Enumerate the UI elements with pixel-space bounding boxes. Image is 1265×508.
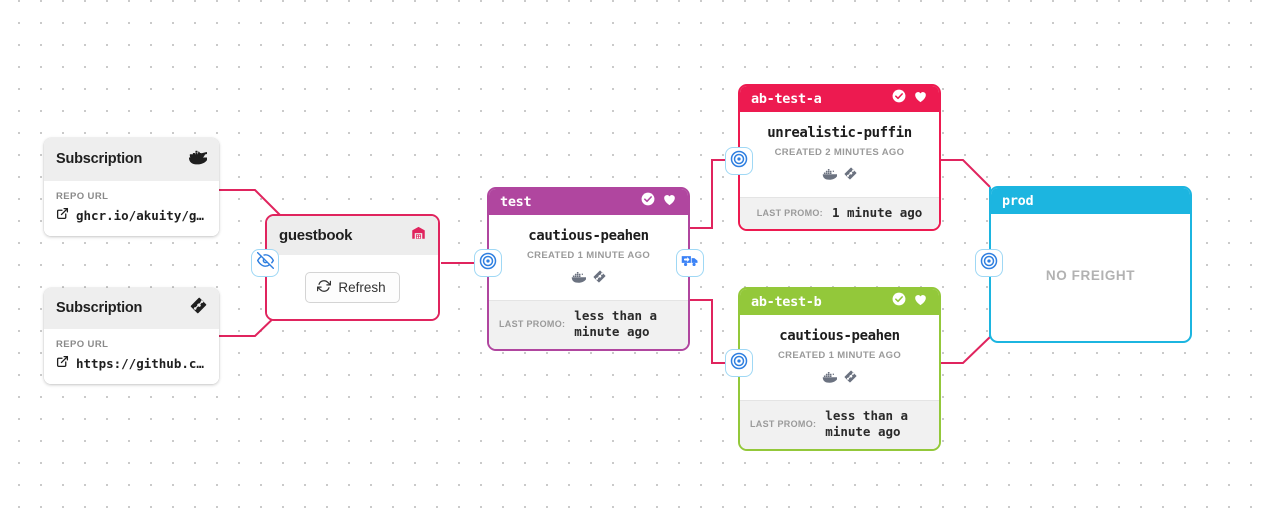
warehouse-icon xyxy=(411,225,426,245)
stage-header: prod xyxy=(991,188,1190,214)
stage-name: ab-test-b xyxy=(751,293,822,310)
repo-url-value: ghcr.io/akuity/g… xyxy=(76,207,204,223)
heart-icon xyxy=(913,292,928,312)
subscription-header: Subscription xyxy=(44,138,219,181)
subscription-card-git[interactable]: Subscription REPO URL https://github.c… xyxy=(44,288,219,384)
warehouse-hide-chip[interactable] xyxy=(251,249,279,277)
external-link-icon xyxy=(56,355,69,371)
bullseye-icon xyxy=(479,252,497,275)
stage-body: cautious-peahen CREATED 1 MINUTE AGO xyxy=(740,315,939,400)
subscription-title: Subscription xyxy=(56,300,143,316)
stage-footer: LAST PROMO: 1 minute ago xyxy=(740,197,939,230)
docker-icon xyxy=(822,166,839,186)
repo-url-row[interactable]: ghcr.io/akuity/g… xyxy=(56,207,207,223)
refresh-icon xyxy=(317,279,332,296)
last-promo-value: less than a minute ago xyxy=(574,308,658,340)
bullseye-icon xyxy=(730,352,748,375)
git-icon xyxy=(593,270,606,288)
subscription-body: REPO URL ghcr.io/akuity/g… xyxy=(44,181,219,236)
stage-header: test xyxy=(489,189,688,215)
warehouse-title: guestbook xyxy=(279,226,353,244)
stage-footer: LAST PROMO: less than a minute ago xyxy=(489,300,688,349)
last-promo-label: LAST PROMO: xyxy=(750,418,817,429)
stage-footer: LAST PROMO: less than a minute ago xyxy=(740,400,939,449)
check-circle-icon xyxy=(892,292,906,311)
freight-name: unrealistic-puffin xyxy=(767,125,912,141)
stage-empty-state: NO FREIGHT xyxy=(1045,268,1136,283)
stage-node-ab-test-a[interactable]: ab-test-a unrealistic-puffin CREATED 2 M… xyxy=(738,84,941,232)
check-circle-icon xyxy=(641,192,655,211)
repo-url-label: REPO URL xyxy=(56,339,109,350)
external-link-icon xyxy=(56,207,69,223)
subscription-title: Subscription xyxy=(56,151,143,167)
last-promo-label: LAST PROMO: xyxy=(499,318,566,329)
ab-test-a-target-chip[interactable] xyxy=(725,147,753,175)
warehouse-header: guestbook xyxy=(267,216,438,255)
check-circle-icon xyxy=(892,89,906,108)
test-promote-chip[interactable] xyxy=(676,249,704,277)
freight-artifact-icons xyxy=(750,369,929,389)
git-icon xyxy=(190,297,207,319)
test-target-chip[interactable] xyxy=(474,249,502,277)
git-icon xyxy=(844,370,857,388)
stage-node-ab-test-b[interactable]: ab-test-b cautious-peahen CREATED 1 MINU… xyxy=(738,287,941,451)
refresh-label: Refresh xyxy=(338,279,386,295)
warehouse-body: Refresh xyxy=(267,255,438,319)
stage-name: prod xyxy=(1002,192,1034,209)
edge-abtestb-to-prod xyxy=(941,336,991,364)
repo-url-label: REPO URL xyxy=(56,191,109,202)
stage-name: ab-test-a xyxy=(751,90,822,107)
stage-header: ab-test-a xyxy=(740,86,939,112)
last-promo-value: less than a minute ago xyxy=(825,408,909,440)
subscription-header: Subscription xyxy=(44,288,219,329)
stage-node-prod[interactable]: prod NO FREIGHT xyxy=(989,186,1192,343)
ab-test-b-target-chip[interactable] xyxy=(725,349,753,377)
refresh-button[interactable]: Refresh xyxy=(305,271,400,303)
last-promo-value: 1 minute ago xyxy=(831,205,923,220)
stage-name: test xyxy=(500,193,532,210)
warehouse-node-guestbook[interactable]: guestbook R xyxy=(265,214,440,321)
stage-header: ab-test-b xyxy=(740,289,939,315)
freight-name: cautious-peahen xyxy=(528,228,649,244)
stage-body: cautious-peahen CREATED 1 MINUTE AGO xyxy=(489,215,688,300)
heart-icon xyxy=(662,192,677,212)
repo-url-value: https://github.c… xyxy=(76,355,204,371)
repo-url-row[interactable]: https://github.c… xyxy=(56,355,207,371)
truck-icon xyxy=(681,252,699,275)
edge-abtesta-to-prod xyxy=(941,159,991,188)
freight-created: CREATED 2 MINUTES AGO xyxy=(774,147,905,158)
eye-off-icon xyxy=(256,252,274,274)
heart-icon xyxy=(913,89,928,109)
freight-name: cautious-peahen xyxy=(779,328,900,344)
git-icon xyxy=(844,167,857,185)
stage-body: unrealistic-puffin CREATED 2 MINUTES AGO xyxy=(740,112,939,197)
docker-icon xyxy=(571,269,588,289)
freight-created: CREATED 1 MINUTE AGO xyxy=(526,250,651,261)
bullseye-icon xyxy=(980,252,998,275)
freight-artifact-icons xyxy=(499,269,678,289)
subscription-body: REPO URL https://github.c… xyxy=(44,329,219,384)
bullseye-icon xyxy=(730,150,748,173)
docker-icon xyxy=(188,147,209,171)
freight-created: CREATED 1 MINUTE AGO xyxy=(777,350,902,361)
prod-target-chip[interactable] xyxy=(975,249,1003,277)
docker-icon xyxy=(822,369,839,389)
stage-node-test[interactable]: test cautious-peahen CREATED 1 MINUTE AG… xyxy=(487,187,690,351)
last-promo-label: LAST PROMO: xyxy=(756,207,823,218)
edge-sub1-to-guestbook xyxy=(218,189,283,218)
freight-artifact-icons xyxy=(750,166,929,186)
subscription-card-docker[interactable]: Subscription REPO UR xyxy=(44,138,219,236)
